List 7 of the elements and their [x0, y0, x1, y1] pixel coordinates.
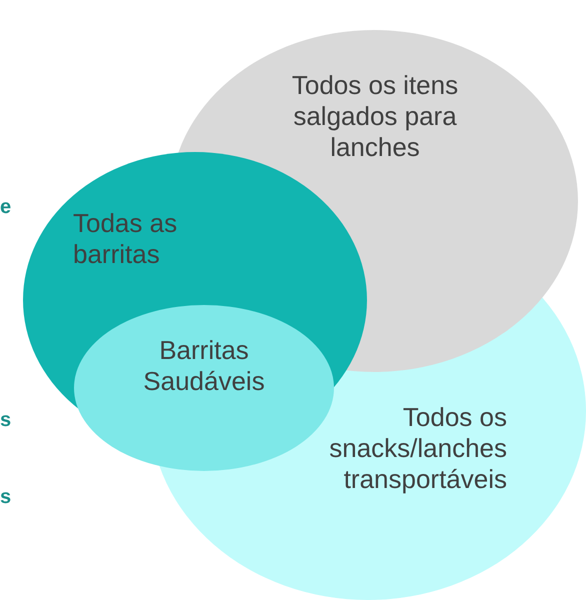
cut-off-text: s: [0, 408, 12, 433]
cut-off-text: e: [0, 195, 12, 220]
set-label: Barritas Saudáveis: [142, 335, 266, 397]
cut-off-text: s: [0, 485, 12, 510]
set-label: Todas as barritas: [73, 208, 178, 270]
set-label: Todos os itens salgados para lanches: [290, 70, 460, 163]
set-label: Todos os snacks/lanches transportáveis: [328, 402, 507, 495]
